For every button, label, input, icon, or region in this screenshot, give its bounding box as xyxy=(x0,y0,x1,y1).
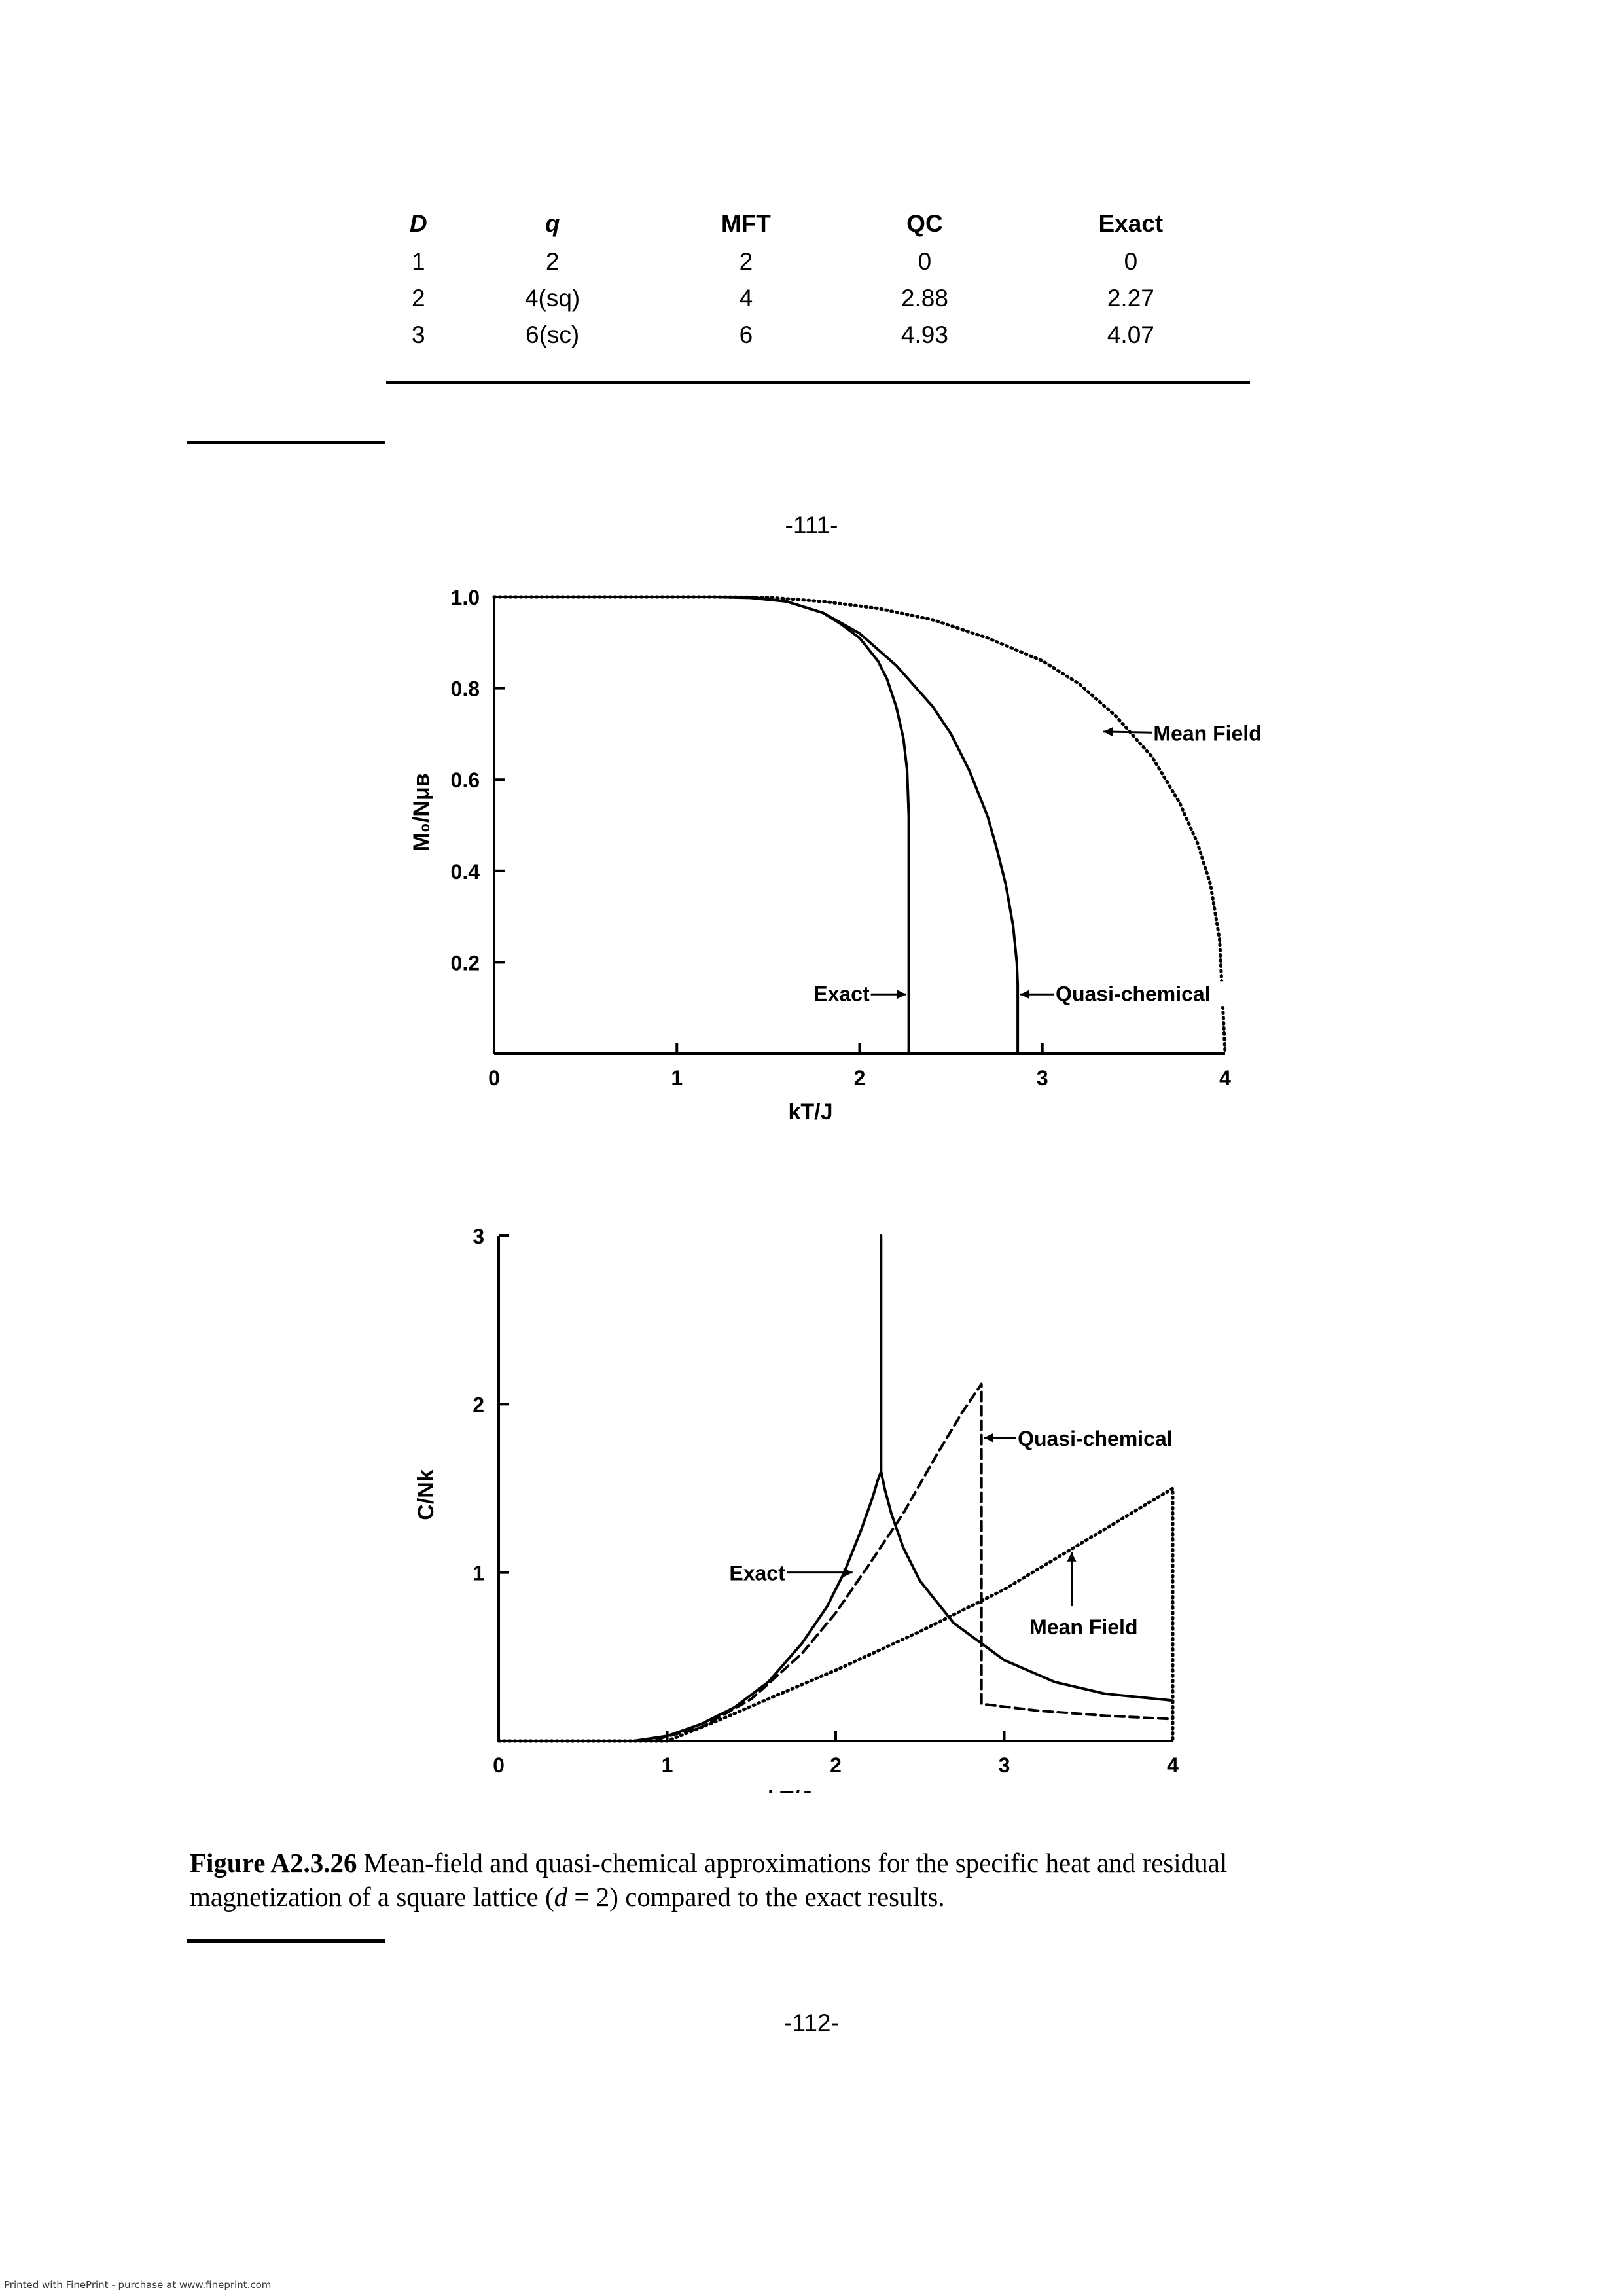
table-cell: 2 xyxy=(545,248,560,275)
page-number-bottom: -112- xyxy=(784,2009,839,2036)
y-tick-label: 2 xyxy=(473,1393,484,1416)
x-axis-label: kT/J xyxy=(788,1100,832,1124)
table-cell: 4 xyxy=(739,285,753,312)
y-tick-label: 1 xyxy=(473,1562,484,1585)
annotation-mean-field: Mean Field xyxy=(1153,721,1261,745)
annotation-arrow-head xyxy=(897,990,906,999)
table-cell: 2 xyxy=(412,285,425,312)
x-tick-label: 4 xyxy=(1219,1066,1231,1090)
table-cell: 0 xyxy=(1124,248,1138,275)
x-tick-label: 3 xyxy=(1037,1066,1048,1090)
table-cell: 3 xyxy=(412,321,425,348)
x-tick-label: 0 xyxy=(488,1066,500,1090)
table-cell: 0 xyxy=(918,248,932,275)
y-tick-label: 3 xyxy=(473,1225,484,1248)
table-header-cell: D xyxy=(409,210,427,237)
x-tick-label: 3 xyxy=(999,1753,1010,1777)
y-axis-label: C/Nk xyxy=(414,1469,438,1520)
x-tick-label: 1 xyxy=(662,1753,673,1777)
annotation-mean-field-bg xyxy=(1150,721,1270,746)
y-tick-label: 0.6 xyxy=(451,768,480,792)
table-cell: 4.93 xyxy=(901,321,948,348)
table-header-cell: q xyxy=(544,210,560,237)
table-cell: 2 xyxy=(739,248,753,275)
annotation-quasi-chemical-bg xyxy=(1053,981,1240,1007)
annotation-mean-field-bg xyxy=(1027,1615,1162,1640)
table-row: 1 2 2 0 0 xyxy=(386,243,1250,280)
table-header-row: D q MFT QC Exact xyxy=(386,204,1250,243)
table-row: 3 6(sc) 6 4.93 4.07 xyxy=(386,317,1250,353)
annotation-quasi-chemical: Quasi-chemical xyxy=(1056,982,1211,1005)
x-tick-label: 2 xyxy=(854,1066,866,1090)
caption-variable: d xyxy=(554,1882,568,1912)
section-divider xyxy=(187,441,385,444)
print-footer: Printed with FinePrint - purchase at www… xyxy=(4,2279,272,2291)
series-quasi-chemical-line xyxy=(493,596,1020,1055)
series-quasi-chemical-line xyxy=(497,1382,1174,1742)
table-header-cell: Exact xyxy=(1098,210,1164,237)
annotation-exact-bg xyxy=(717,1560,788,1586)
annotation-exact-bg xyxy=(802,981,872,1007)
table-row: 2 4(sq) 4 2.88 2.27 xyxy=(386,280,1250,317)
table-cell: 6 xyxy=(739,321,753,348)
table-header-cell: MFT xyxy=(721,210,771,237)
table-cell: 4.07 xyxy=(1107,321,1154,348)
series-exact-line xyxy=(497,1234,1174,1742)
x-tick-label: 1 xyxy=(671,1066,683,1090)
annotation-arrow-head xyxy=(1067,1552,1077,1562)
table-cell: 6(sc) xyxy=(526,321,580,348)
y-axis-label: M₀/Nμʙ xyxy=(409,773,434,851)
annotation-exact: Exact xyxy=(813,982,870,1005)
caption-divider xyxy=(187,1939,385,1943)
x-tick-label: 4 xyxy=(1167,1753,1179,1777)
x-tick-label: 0 xyxy=(493,1753,505,1777)
annotation-mean-field: Mean Field xyxy=(1029,1615,1137,1639)
caption-text: Mean-field and quasi-chemical approximat… xyxy=(190,1848,1228,1912)
table-header-cell: QC xyxy=(906,210,943,237)
y-tick-label: 0.4 xyxy=(451,860,480,884)
table-cell: 2.88 xyxy=(901,285,948,312)
annotation-quasi-chemical-bg xyxy=(1015,1426,1202,1451)
critical-temperature-table: D q MFT QC Exact 1 2 2 0 0 2 4(sq) 4 2.8… xyxy=(386,204,1250,353)
series-mean-field-line xyxy=(492,595,1227,1056)
series-mean-field-line xyxy=(497,1486,1175,1743)
y-tick-label: 1.0 xyxy=(451,586,480,609)
annotation-quasi-chemical: Quasi-chemical xyxy=(1018,1427,1173,1450)
annotation-arrow-head xyxy=(843,1568,853,1577)
annotation-arrow-head xyxy=(1103,727,1113,737)
x-tick-label: 2 xyxy=(830,1753,842,1777)
figure-label: Figure A2.3.26 xyxy=(190,1848,357,1878)
figure-caption: Figure A2.3.26 Mean-field and quasi-chem… xyxy=(190,1846,1302,1914)
page-number-top: -111- xyxy=(785,512,838,539)
table-cell: 1 xyxy=(412,248,425,275)
table-cell: 2.27 xyxy=(1107,285,1154,312)
x-axis-label: kT/J xyxy=(768,1787,812,1793)
annotation-arrow-head xyxy=(984,1433,993,1443)
caption-text-end: = 2) compared to the exact results. xyxy=(567,1882,945,1912)
table-bottom-rule xyxy=(386,381,1250,384)
annotation-arrow-head xyxy=(1020,990,1030,999)
annotation-exact: Exact xyxy=(729,1562,785,1585)
y-tick-label: 0.2 xyxy=(451,951,480,975)
y-tick-label: 0.8 xyxy=(451,677,480,701)
table-cell: 4(sq) xyxy=(524,285,580,312)
